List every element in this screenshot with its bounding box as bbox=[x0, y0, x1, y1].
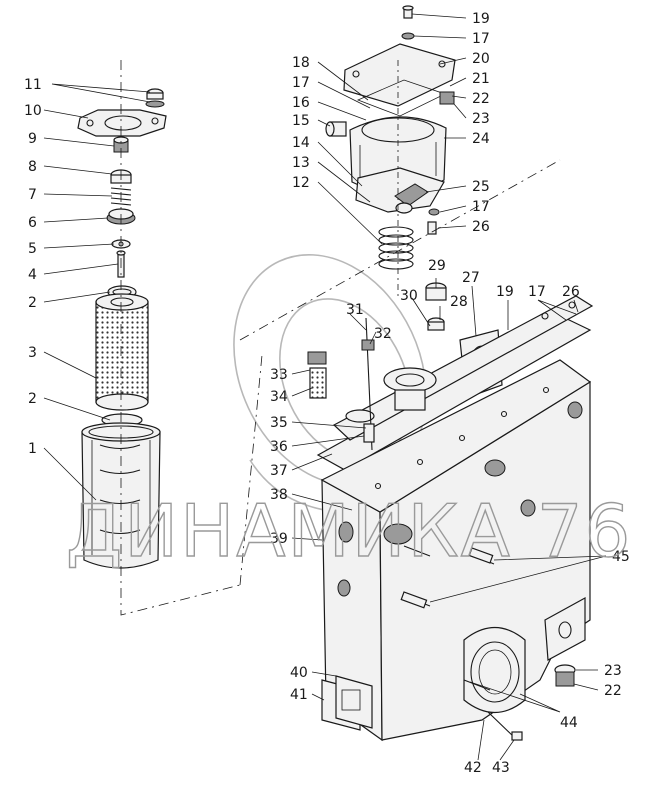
callout-44: 44 bbox=[560, 715, 578, 731]
callout-25: 25 bbox=[472, 179, 490, 195]
callout-26: 26 bbox=[472, 219, 490, 235]
callout-21: 21 bbox=[472, 71, 490, 87]
callout-22: 22 bbox=[472, 91, 490, 107]
callout-30: 30 bbox=[400, 288, 418, 304]
callout-34: 34 bbox=[270, 389, 288, 405]
callout-3: 3 bbox=[28, 345, 37, 361]
callout-38: 38 bbox=[270, 487, 288, 503]
callout-18: 18 bbox=[292, 55, 310, 71]
callout-23: 23 bbox=[472, 111, 490, 127]
callout-16: 16 bbox=[292, 95, 310, 111]
gearbox-housing bbox=[239, 159, 594, 742]
callout-24: 24 bbox=[472, 131, 490, 147]
callout-42: 42 bbox=[464, 760, 482, 776]
callout-41: 41 bbox=[290, 687, 308, 703]
callout-labels-top-middle: 18 17 16 15 14 13 12 bbox=[292, 55, 310, 191]
callout-27: 27 bbox=[462, 270, 480, 286]
leader-lines bbox=[43, 13, 607, 761]
callout-7: 7 bbox=[28, 187, 37, 203]
callout-labels-bottom: 45 40 41 23 22 44 42 43 bbox=[290, 549, 630, 776]
callout-32: 32 bbox=[374, 326, 392, 342]
callout-labels-middle: 29 27 30 28 19 17 26 31 32 33 34 35 36 3… bbox=[270, 258, 580, 547]
callout-9: 9 bbox=[28, 131, 37, 147]
callout-43: 43 bbox=[492, 760, 510, 776]
callout-40: 40 bbox=[290, 665, 308, 681]
callout-17: 17 bbox=[472, 199, 490, 215]
callout-29: 29 bbox=[428, 258, 446, 274]
filter-assembly bbox=[77, 60, 263, 616]
watermark-text: ДИНАМИКА 76 bbox=[66, 489, 632, 573]
callout-39: 39 bbox=[270, 531, 288, 547]
callout-labels-left: 11 10 9 8 7 6 5 4 2 3 2 1 bbox=[24, 77, 42, 457]
callout-17: 17 bbox=[528, 284, 546, 300]
callout-22: 22 bbox=[604, 683, 622, 699]
callout-15: 15 bbox=[292, 113, 310, 129]
callout-37: 37 bbox=[270, 463, 288, 479]
callout-19: 19 bbox=[496, 284, 514, 300]
callout-23: 23 bbox=[604, 663, 622, 679]
callout-26: 26 bbox=[562, 284, 580, 300]
callout-10: 10 bbox=[24, 103, 42, 119]
callout-11: 11 bbox=[24, 77, 42, 93]
callout-19: 19 bbox=[472, 11, 490, 27]
callout-14: 14 bbox=[292, 135, 310, 151]
callout-28: 28 bbox=[450, 294, 468, 310]
callout-31: 31 bbox=[346, 302, 364, 318]
callout-13: 13 bbox=[292, 155, 310, 171]
callout-2: 2 bbox=[28, 295, 37, 311]
callout-33: 33 bbox=[270, 367, 288, 383]
callout-36: 36 bbox=[270, 439, 288, 455]
callout-17: 17 bbox=[292, 75, 310, 91]
callout-35: 35 bbox=[270, 415, 288, 431]
callout-labels-top-right: 19 17 20 21 22 23 24 25 17 26 bbox=[472, 11, 490, 235]
callout-2: 2 bbox=[28, 391, 37, 407]
callout-4: 4 bbox=[28, 267, 37, 283]
callout-1: 1 bbox=[28, 441, 37, 457]
callout-6: 6 bbox=[28, 215, 37, 231]
callout-45: 45 bbox=[612, 549, 630, 565]
callout-20: 20 bbox=[472, 51, 490, 67]
callout-12: 12 bbox=[292, 175, 310, 191]
callout-8: 8 bbox=[28, 159, 37, 175]
callout-17: 17 bbox=[472, 31, 490, 47]
breather-assembly bbox=[325, 5, 456, 300]
callout-5: 5 bbox=[28, 241, 37, 257]
